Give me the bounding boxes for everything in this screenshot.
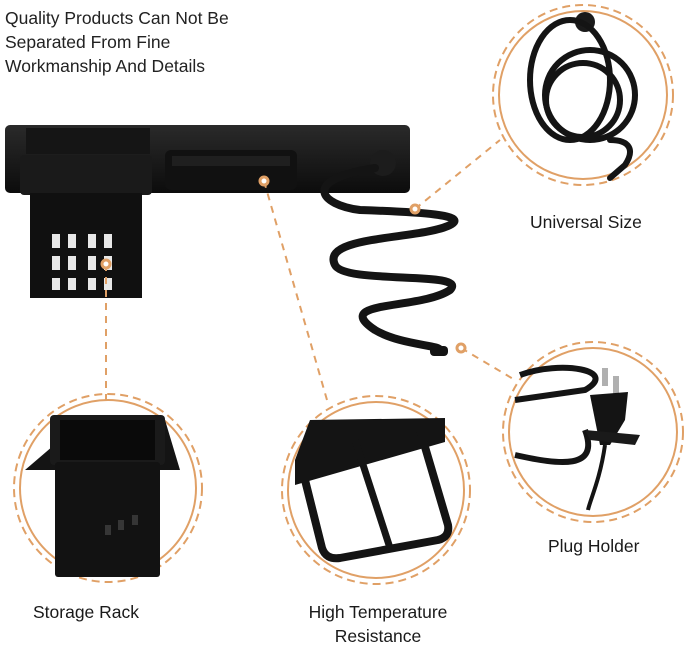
callout-dots — [100, 175, 467, 354]
universal-size-circle — [492, 4, 674, 186]
high-temperature-label: High Temperature Resistance — [290, 600, 466, 648]
high-temperature-label-line-2: Resistance — [334, 626, 422, 646]
high-temperature-label-line-1: High Temperature — [308, 602, 448, 622]
connector-lines — [105, 139, 516, 405]
storage-rack-circle — [13, 393, 203, 583]
headline: Quality Products Can Not Be Separated Fr… — [5, 6, 229, 78]
hair-dryer-holder-product — [5, 125, 459, 356]
headline-line-1: Quality Products Can Not Be — [5, 8, 229, 28]
high-temperature-circle — [281, 395, 471, 585]
headline-line-2: Separated From Fine — [5, 32, 171, 52]
headline-line-3: Workmanship And Details — [5, 56, 206, 76]
plug-holder-circle — [502, 341, 684, 523]
plug-holder-label: Plug Holder — [548, 536, 640, 556]
storage-rack-label: Storage Rack — [33, 602, 140, 622]
universal-size-label: Universal Size — [530, 212, 642, 232]
